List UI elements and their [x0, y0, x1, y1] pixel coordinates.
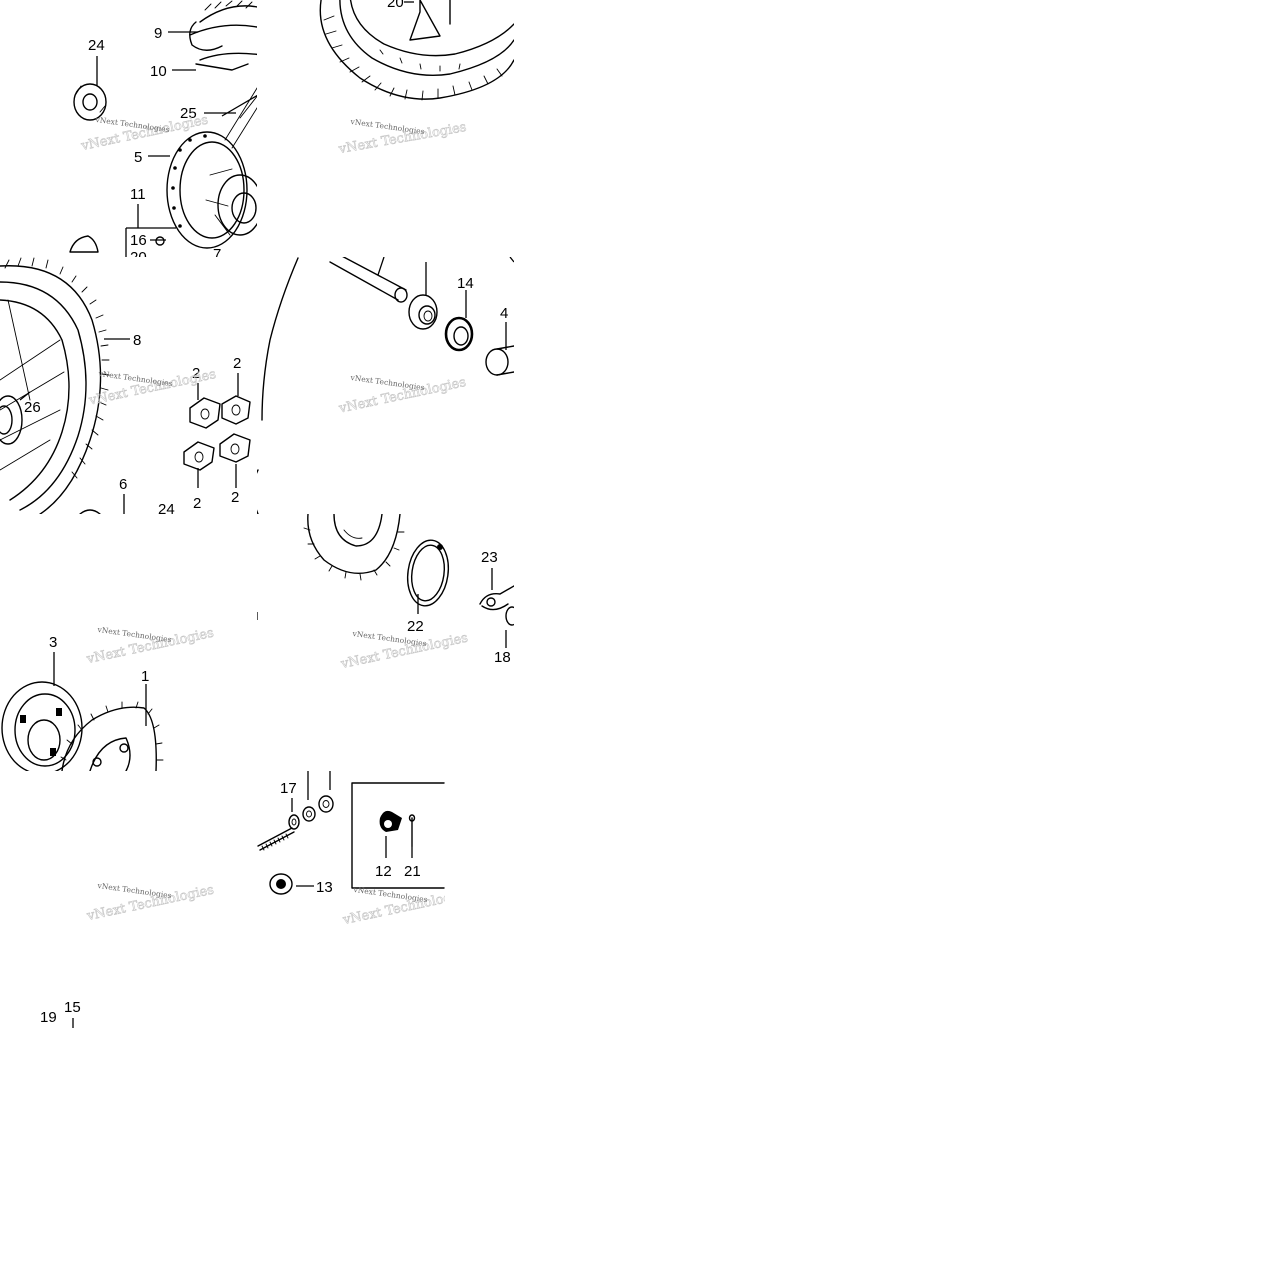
- callout-25: 25: [180, 105, 197, 122]
- callout-2-d: 2: [231, 489, 239, 506]
- callout-11: 11: [130, 186, 146, 203]
- tile-tire-rim: 20 vNext Technologies vNext Technologies: [319, 0, 514, 158]
- damper-rubber-parts-2: [183, 395, 251, 471]
- callout-22: 22: [407, 618, 424, 635]
- wheel-edge-arc: [261, 257, 299, 421]
- wheel-edge-arc-lower: [257, 469, 259, 514]
- bearing-part-24: [73, 83, 107, 121]
- watermark-7: vNext Technologies: [96, 881, 172, 900]
- callout-23: 23: [481, 549, 498, 566]
- hub-part-5: [166, 131, 257, 249]
- callout-3: 3: [49, 634, 57, 651]
- tire-tread-drawing: [319, 0, 514, 101]
- tire-tube-drawing: [189, 0, 257, 71]
- nut-parts: [302, 795, 334, 822]
- callout-2-a: 2: [192, 365, 200, 382]
- spoke-lines: [224, 87, 257, 149]
- collar-part-4: [485, 345, 514, 376]
- tile-hub-tube: FWD 24 9 10 25 5 11 16 20 7 vNext Techno…: [69, 0, 311, 266]
- fwd-arrow-icon: [260, 142, 285, 159]
- callout-10: 10: [150, 63, 167, 80]
- threaded-axle-end: [257, 827, 295, 851]
- callout-2-b: 2: [233, 355, 241, 372]
- valve-part-20: [409, 0, 451, 41]
- callout-4: 4: [500, 305, 508, 322]
- callout-12: 12: [375, 863, 392, 880]
- tile-nuts-washers: 17 13 12 21 vNext Technologies vNext Tec…: [257, 771, 445, 929]
- callout-24-bottom: 24: [158, 501, 175, 518]
- washer-part-17: [288, 814, 300, 830]
- bearing-part: [408, 294, 438, 330]
- callout-20-top: 20: [387, 0, 404, 11]
- callout-20-left: 20: [130, 249, 147, 266]
- sprocket-part-1: [60, 701, 164, 771]
- leader-lines-4: [377, 257, 514, 350]
- callout-21: 21: [404, 863, 421, 880]
- axle-drawing: [329, 257, 408, 303]
- callout-14: 14: [457, 275, 474, 292]
- leader-lines-6: [257, 568, 507, 648]
- wheel-tire-drawing: [0, 257, 110, 514]
- leader-lines-3: [19, 338, 239, 514]
- detail-box: [351, 782, 445, 889]
- tile-axle-bearings: 14 4 vNext Technologies vNext Technologi…: [257, 257, 514, 514]
- callout-9: 9: [154, 25, 162, 42]
- callout-1: 1: [141, 668, 149, 685]
- watermark-4: vNext Technologies: [349, 373, 425, 392]
- callout-18: 18: [494, 649, 511, 666]
- callout-7: 7: [213, 246, 221, 263]
- callout-24-top: 24: [88, 37, 105, 54]
- leader-lines-5: [53, 652, 147, 726]
- tile-wheel-dampers: 8 26 6 24 2 2 2 2 vNext Technologies vNe…: [0, 257, 251, 518]
- tile-drum-sprocket: 3 1 vNext Technologies vNext Technologie…: [1, 625, 215, 771]
- cotter-pin-part-21: [408, 814, 416, 847]
- tile-sprocket-clip: 22 23 18 vNext Technologies vNext Techno…: [257, 514, 514, 673]
- fwd-label: FWD: [276, 117, 311, 150]
- sprocket-teeth-drawing: [303, 514, 405, 581]
- circlip-part-22: [406, 539, 450, 607]
- callout-8: 8: [133, 332, 141, 349]
- oil-seal-part-14: [444, 316, 474, 352]
- callout-6: 6: [119, 476, 127, 493]
- axle-nut-part-13: [269, 873, 293, 895]
- tile-remaining-callouts: 19 15: [40, 999, 81, 1028]
- leader-lines: [96, 31, 257, 257]
- callout-2-c: 2: [193, 495, 201, 512]
- callout-5: 5: [134, 149, 142, 166]
- bearing-24-edge: [79, 509, 101, 514]
- tile-empty-watermark: vNext Technologies vNext Technologies: [85, 881, 216, 925]
- tab-washer-part-23: [479, 585, 514, 626]
- callout-15: 15: [64, 999, 81, 1016]
- callout-26: 26: [24, 399, 41, 416]
- callout-19: 19: [40, 1009, 57, 1026]
- sprocket-flange-part-3: [1, 681, 83, 771]
- seal-part-drawing: [69, 235, 99, 253]
- castle-nut-part-12: [379, 810, 402, 832]
- callout-17: 17: [280, 780, 297, 797]
- leader-lines-8: [291, 771, 413, 887]
- callout-13: 13: [316, 879, 333, 896]
- callout-16: 16: [130, 232, 147, 249]
